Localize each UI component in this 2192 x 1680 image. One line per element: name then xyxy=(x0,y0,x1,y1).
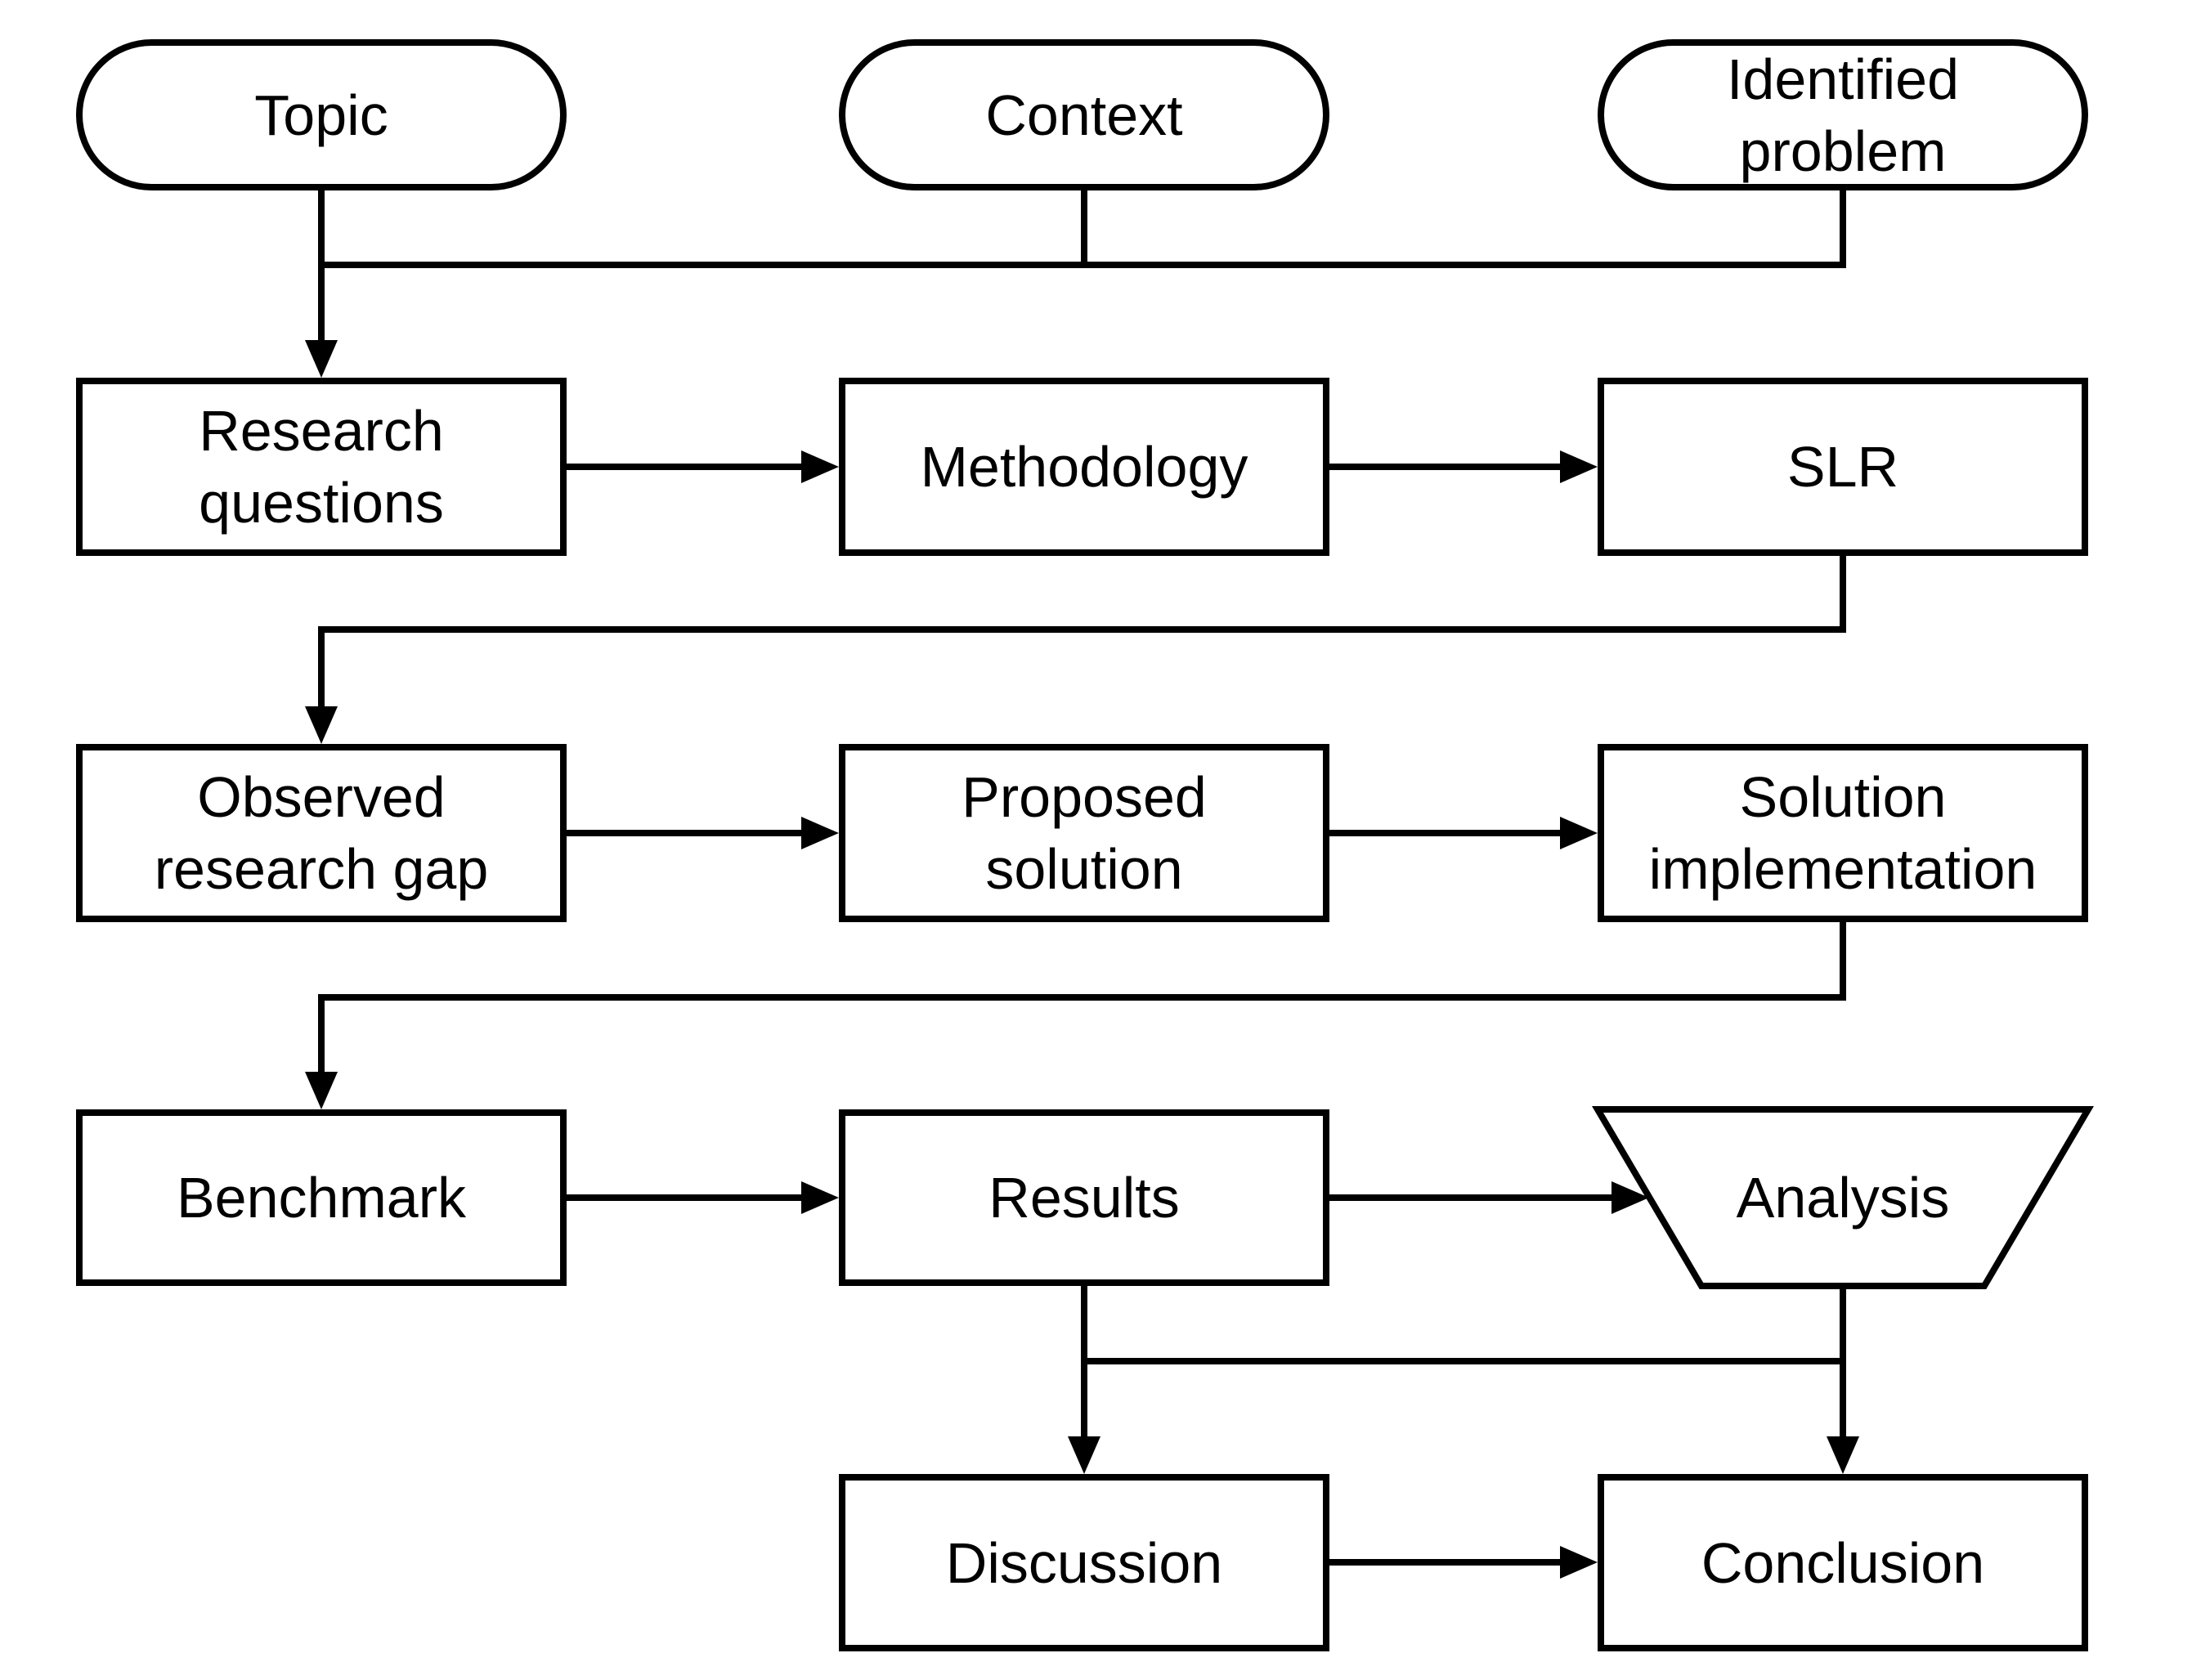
node-topic-label: Topic xyxy=(254,83,388,147)
arrowhead-into-proposed xyxy=(801,817,839,849)
node-proposed-solution-label: Proposed solution xyxy=(962,765,1207,901)
node-research-questions-label: Research questions xyxy=(199,399,444,535)
arrowhead-into-solutionimp xyxy=(1560,817,1598,849)
node-observed-research-gap: Observed research gap xyxy=(76,744,567,922)
node-solution-implementation-label: Solution implementation xyxy=(1648,765,2037,901)
node-identified-problem: Identified problem xyxy=(1598,39,2088,190)
arrowhead-into-conclusion xyxy=(1827,1436,1859,1474)
node-discussion: Discussion xyxy=(839,1474,1329,1651)
node-benchmark-label: Benchmark xyxy=(176,1166,467,1230)
node-analysis: Analysis xyxy=(1598,1109,2088,1286)
node-discussion-label: Discussion xyxy=(945,1530,1223,1595)
node-slr-label: SLR xyxy=(1786,435,1899,499)
node-results: Results xyxy=(839,1109,1329,1286)
arrowhead-into-conclusion-left xyxy=(1560,1546,1598,1579)
arrowhead-into-results xyxy=(801,1181,839,1214)
node-methodology: Methodology xyxy=(839,378,1329,556)
arrowhead-into-discussion xyxy=(1068,1436,1100,1474)
arrowhead-into-slr xyxy=(1560,450,1598,483)
node-observed-research-gap-label: Observed research gap xyxy=(154,765,489,901)
arrowhead-into-methodology xyxy=(801,450,839,483)
node-slr: SLR xyxy=(1598,378,2088,556)
node-topic: Topic xyxy=(76,39,567,190)
edge-slr-observed-elbow xyxy=(318,556,1846,706)
arrowhead-into-analysis xyxy=(1612,1181,1649,1214)
node-results-label: Results xyxy=(988,1166,1180,1230)
node-solution-implementation: Solution implementation xyxy=(1598,744,2088,922)
node-research-questions: Research questions xyxy=(76,378,567,556)
edge-solutionimp-benchmark-elbow xyxy=(318,922,1846,1072)
node-context-label: Context xyxy=(985,83,1183,147)
node-conclusion-label: Conclusion xyxy=(1701,1530,1985,1595)
node-benchmark: Benchmark xyxy=(76,1109,567,1286)
arrowhead-into-observed-gap xyxy=(305,706,338,744)
analysis-trapezoid-shape xyxy=(1592,1106,2094,1289)
node-analysis-label: Analysis xyxy=(1736,1166,1950,1230)
node-context: Context xyxy=(839,39,1329,190)
node-conclusion: Conclusion xyxy=(1598,1474,2088,1651)
node-proposed-solution: Proposed solution xyxy=(839,744,1329,922)
arrowhead-into-benchmark xyxy=(305,1072,338,1109)
arrowhead-into-research-questions xyxy=(305,340,338,378)
node-identified-problem-label: Identified problem xyxy=(1726,47,1960,183)
node-methodology-label: Methodology xyxy=(920,435,1248,499)
